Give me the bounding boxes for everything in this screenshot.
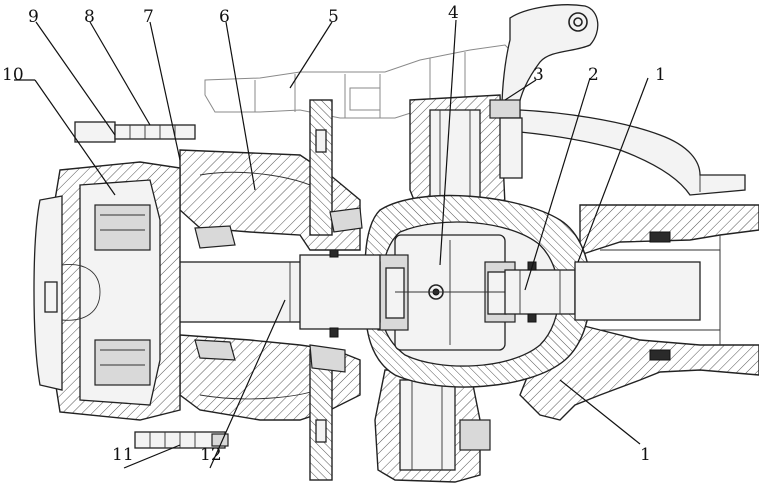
leader-12 [209, 299, 286, 469]
wheel-bolt-upper [74, 121, 196, 143]
brake-disc [309, 99, 333, 481]
axle-housing [519, 204, 759, 421]
leader-7 [149, 21, 181, 161]
leader-lines [14, 19, 649, 469]
leader-1-upper [577, 77, 649, 263]
leader-4 [439, 19, 457, 266]
steering-arm [501, 4, 746, 196]
planetary-hub-reduction [54, 161, 181, 421]
callout-10: 10 [2, 65, 24, 85]
callout-6: 6 [219, 7, 230, 27]
callout-5: 5 [328, 7, 339, 27]
leader-2 [524, 77, 591, 291]
callout-9: 9 [28, 7, 39, 27]
leader-9 [35, 21, 116, 136]
wheel-bolt-lower [134, 431, 229, 449]
callout-1-upper: 1 [655, 65, 666, 85]
inner-half-shaft [504, 261, 701, 323]
callout-8: 8 [84, 7, 95, 27]
wheel-bearings [194, 207, 363, 373]
universal-joint [377, 234, 516, 351]
leader-6 [225, 21, 256, 191]
hub-end-cap [33, 195, 101, 391]
callout-4: 4 [448, 3, 459, 23]
callout-labels: 1 1 2 3 4 5 6 7 8 9 10 11 12 [2, 3, 666, 465]
leader-8 [89, 21, 151, 126]
callout-2: 2 [588, 65, 599, 85]
callout-3: 3 [533, 65, 544, 85]
kingpin-lower-boss [374, 369, 491, 483]
callout-1-lower: 1 [640, 445, 651, 465]
leader-3 [504, 79, 537, 101]
callout-11: 11 [112, 445, 134, 465]
leader-11 [123, 444, 181, 469]
leader-10b [34, 79, 116, 196]
leader-1-lower [559, 379, 641, 445]
kingpin-upper-boss [409, 94, 523, 216]
callout-12: 12 [200, 445, 222, 465]
leader-5 [289, 21, 333, 89]
callout-7: 7 [143, 7, 154, 27]
